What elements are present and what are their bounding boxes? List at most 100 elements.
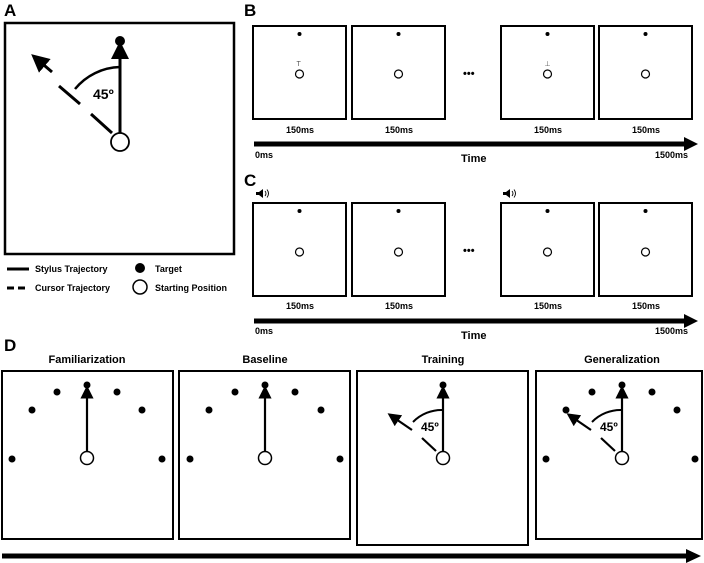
angle-arc [591,408,623,423]
target-dot [8,455,16,463]
legend-stylus: Stylus Trajectory [35,264,108,274]
target-dot [545,209,550,213]
frame-time: 150ms [632,301,660,311]
frame-b4 [598,25,693,120]
target-dot [28,406,36,414]
target-dot [53,388,61,396]
frame-time: 150ms [385,301,413,311]
phase-title-training: Training [422,354,465,366]
time-arrow-head [684,314,698,328]
legend-cursor: Cursor Trajectory [35,283,110,293]
ellipsis: ••• [463,245,475,257]
panel-a-frame [3,21,236,256]
frame-c2 [351,202,446,297]
speaker-icon [256,189,269,198]
target-dot [673,406,681,414]
legend-start: Starting Position [155,283,227,293]
frame-time: 150ms [286,301,314,311]
target-dot [205,406,213,414]
starting-position [542,247,553,257]
target-dot [297,209,302,213]
target-dot [618,381,626,389]
panel-a-label: A [4,1,16,20]
cursor-mark: T [297,61,302,68]
phase-title-generalization: Generalization [584,354,660,366]
target-legend-icon [135,263,145,273]
target-dot [115,36,125,46]
legend: Stylus Trajectory Cursor Trajectory Targ… [7,263,227,295]
time-arrow-head [684,137,698,151]
target-dot [261,381,269,389]
frame-time: 150ms [632,125,660,135]
time-axis-label: Time [461,330,486,342]
angle-arc [412,408,444,423]
starting-position [110,132,130,152]
target-dot [297,32,302,36]
target-dot [588,388,596,396]
cursor-segment [31,54,53,74]
starting-position [542,69,553,79]
cursor-segment [58,84,81,106]
target-dot [291,388,299,396]
frame-b1: T [252,25,347,120]
cursor-mark: ⊥ [545,61,551,68]
cursor-segment [387,413,413,431]
panel-c: ••• 150ms 150ms 150ms 150ms 0ms Time 150… [252,189,698,342]
cursor-segment [600,437,616,452]
baseline-frame [178,370,351,540]
cursor-segment [89,112,114,135]
target-dot [113,388,121,396]
target-dot [542,455,550,463]
time-axis-label: Time [461,153,486,165]
angle-label: 45º [421,420,439,434]
phase-title-baseline: Baseline [242,354,287,366]
target-dot [691,455,699,463]
panel-a: 45º [3,21,236,256]
phase-title-familiarization: Familiarization [48,354,125,366]
starting-position [393,247,404,257]
frame-time: 150ms [534,301,562,311]
frame-c3 [500,202,595,297]
target-dot [336,455,344,463]
target-dot [562,406,570,414]
frame-time: 150ms [286,125,314,135]
familiarization-frame [1,370,174,540]
time-start: 0ms [255,326,273,336]
phase-arrow-head [686,549,701,563]
angle-label: 45º [93,86,114,102]
time-start: 0ms [255,150,273,160]
angle-arc [74,65,121,90]
target-dot [439,381,447,389]
starting-position [294,247,305,257]
frame-time: 150ms [534,125,562,135]
cursor-segment [566,413,592,431]
target-dot [83,381,91,389]
target-dot [396,32,401,36]
frame-b3: ⊥ [500,25,595,120]
target-dot [317,406,325,414]
target-dot [158,455,166,463]
legend-target: Target [155,264,182,274]
target-dot [648,388,656,396]
start-legend-icon [132,279,148,295]
time-end: 1500ms [655,326,688,336]
panel-c-label: C [244,171,256,190]
starting-position [393,69,404,79]
target-dot [545,32,550,36]
starting-position [294,69,305,79]
target-dot [643,32,648,36]
frame-c4 [598,202,693,297]
starting-position [640,69,651,79]
starting-position [257,450,273,466]
time-end: 1500ms [655,150,688,160]
training-frame: 45º [356,370,529,546]
frame-b2 [351,25,446,120]
target-dot [643,209,648,213]
frame-c1 [252,202,347,297]
panel-d-label: D [4,336,16,355]
target-dot [138,406,146,414]
target-dot [396,209,401,213]
panel-d: Familiarization Baseline Training Genera… [1,354,703,563]
panel-b: T ••• ⊥ 150ms 150ms 150ms 150ms 0ms Time… [252,25,698,165]
